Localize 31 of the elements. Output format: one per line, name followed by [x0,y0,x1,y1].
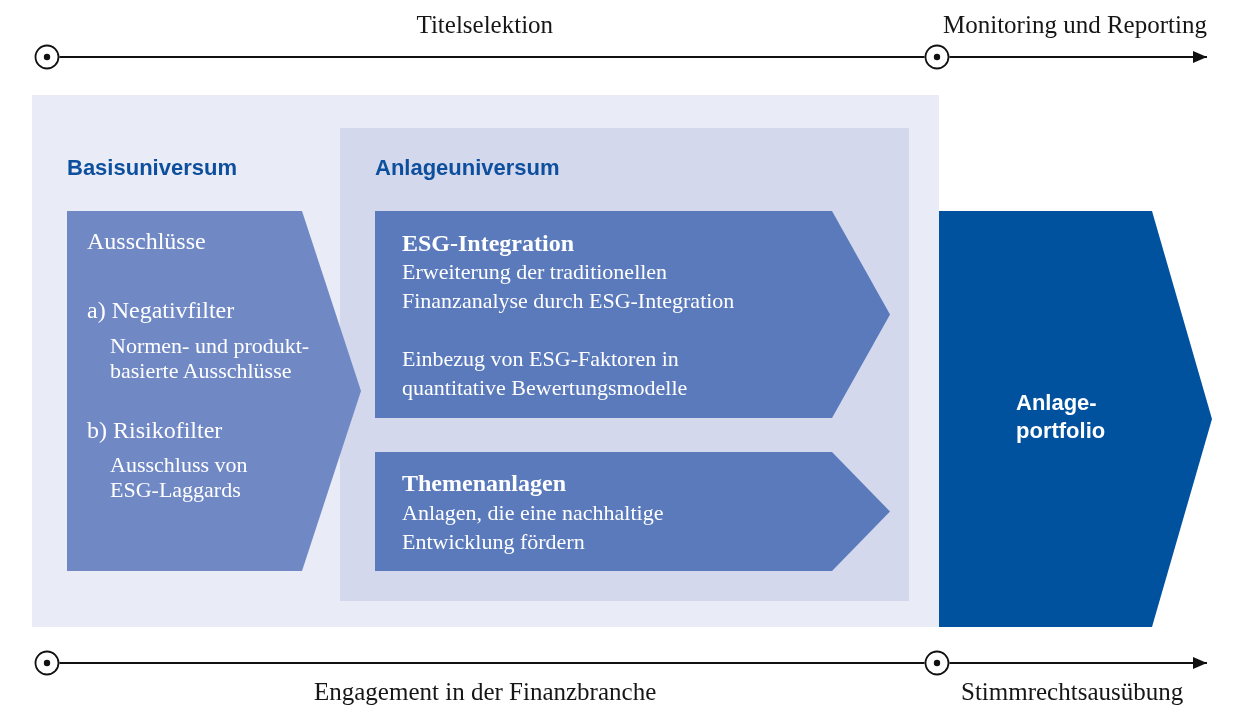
item-description: Ausschluss von ESG-Laggards [110,452,249,502]
step-title: Anlage- portfolio [1016,389,1107,445]
process-step [375,452,890,571]
edge-label: Titelselektion [416,10,554,40]
timeline-line [58,56,926,58]
edge-label: Engagement in der Finanzbranche [314,677,657,707]
stage-panel [32,95,939,627]
panel-heading: Anlageuniversum [375,155,560,181]
step-title: Ausschlüsse [87,227,206,255]
panel-heading: Basisuniversum [67,155,237,181]
process-step [375,211,890,418]
circle-dot-icon [34,650,60,676]
timeline-line [58,662,926,664]
step-title: Themenanlagen [402,469,566,497]
timeline-arrow [948,51,1208,63]
circle-dot-icon [924,650,950,676]
description-text: Anlagen, die eine nachhaltige Entwicklung fördern [402,499,665,556]
edge-label: Monitoring und Reporting [943,10,1207,40]
timeline-arrow [948,657,1208,669]
list-item-heading: b) Risikofilter [87,416,223,444]
item-description: Normen- und produkt- basierte Ausschlüsse [110,333,311,383]
list-item-heading: a) Negativfilter [87,296,235,324]
process-step [67,211,361,571]
step-title: ESG-Integration [402,229,574,257]
process-step [939,211,1212,627]
description-text: Einbezug von ESG-Faktoren in quantitative Bewertungsmodelle [402,345,689,402]
stage-panel [340,128,909,601]
edge-label: Stimmrechtsausübung [961,677,1184,707]
description-text: Erweiterung der traditionellen Finanzanalyse durch ESG-Integration [402,258,736,315]
circle-dot-icon [924,44,950,70]
circle-dot-icon [34,44,60,70]
